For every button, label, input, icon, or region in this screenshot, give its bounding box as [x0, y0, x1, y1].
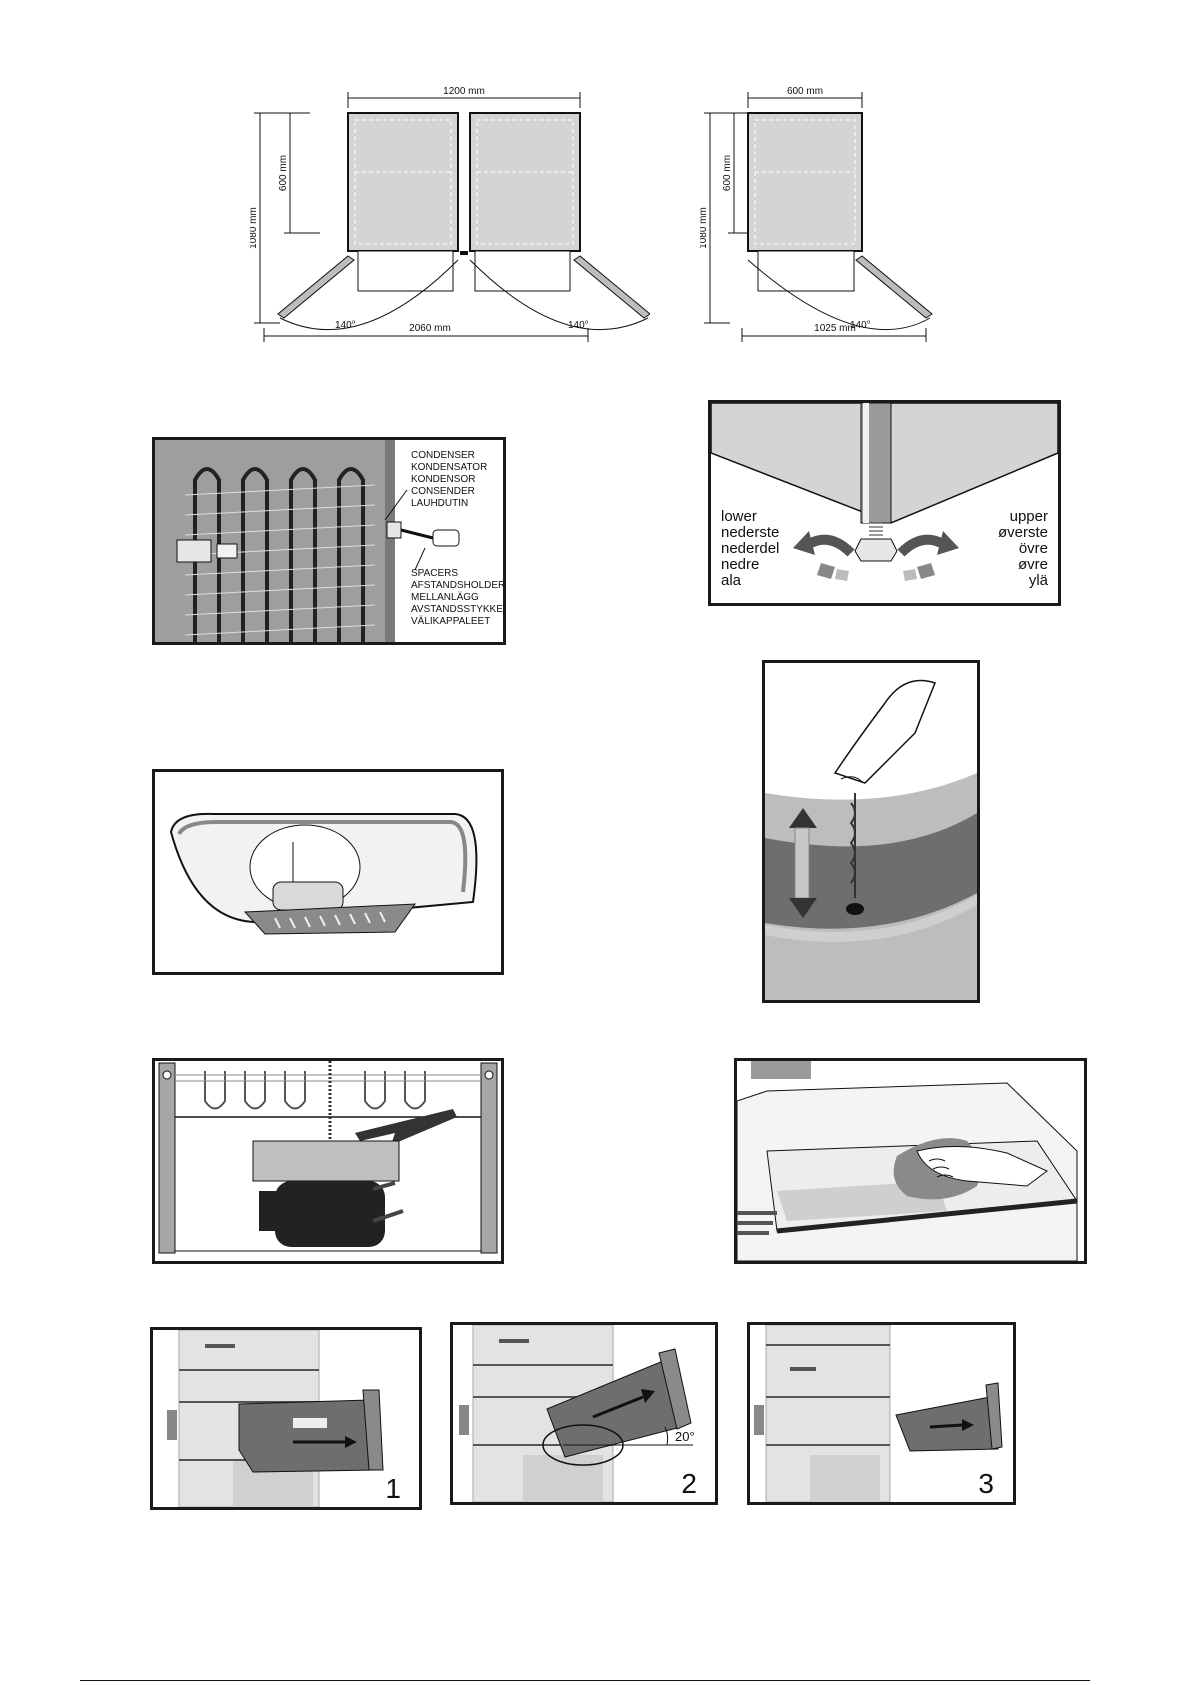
single-width-top-label: 600 mm [787, 86, 823, 97]
lower-label-2: nederdel [721, 540, 779, 557]
drain-hole-panel [762, 660, 980, 1003]
width-open-label: 2060 mm [409, 323, 451, 334]
single-width-open-label: 1025 mm [814, 323, 856, 334]
door-clearance-diagram-single: 600 mm 140° 1080 mm 600 mm 1025 mm [700, 78, 940, 346]
drawer-step-3-panel: 3 [747, 1322, 1016, 1505]
footer-rule [80, 1680, 1090, 1681]
lower-label-3: nedre [721, 556, 759, 573]
step-2-number: 2 [681, 1468, 697, 1499]
condenser-label-3: CONSENDER [411, 486, 475, 497]
spacer-label-4: VÄLIKAPPALEET [411, 615, 490, 627]
step-1-number: 1 [385, 1473, 401, 1504]
spacer-label-0: SPACERS [411, 568, 458, 579]
wiping-interior-panel [734, 1058, 1087, 1264]
door-clearance-diagram-double: 1200 mm 140° 140° 1080 mm 600 mm 2060 mm [250, 78, 650, 346]
drawer-step-2-panel: 20° 2 [450, 1322, 718, 1505]
condenser-spacers-panel: CONDENSER KONDENSATOR KONDENSOR CONSENDE… [152, 437, 506, 645]
condenser-label-1: KONDENSATOR [411, 462, 487, 473]
upper-label-4: ylä [1029, 572, 1049, 589]
upper-label-2: övre [1019, 540, 1048, 557]
adjustable-feet-panel: lower nederste nederdel nedre ala upper … [708, 400, 1061, 606]
angle-left-label: 140° [335, 320, 356, 331]
upper-label-0: upper [1010, 508, 1048, 525]
upper-label-3: øvre [1018, 556, 1048, 573]
width-top-label: 1200 mm [443, 86, 485, 97]
angle-right-label: 140° [568, 320, 589, 331]
depth-label: 600 mm [278, 155, 289, 191]
light-cover-panel [152, 769, 504, 975]
lower-label-0: lower [721, 508, 757, 525]
condenser-label-2: KONDENSOR [411, 474, 475, 485]
tilt-angle-label: 20° [675, 1429, 695, 1444]
spacer-label-2: MELLANLÄGG [411, 591, 479, 603]
condenser-label-4: LAUHDUTIN [411, 498, 468, 509]
lower-label-1: nederste [721, 524, 779, 541]
spacer-label-1: AFSTANDSHOLDERE [411, 580, 503, 591]
single-depth-label: 600 mm [722, 155, 733, 191]
spacer-label-3: AVSTANDSSTYKKER [411, 604, 503, 615]
condenser-label-0: CONDENSER [411, 450, 475, 461]
step-3-number: 3 [978, 1468, 994, 1499]
total-depth-label: 1080 mm [250, 207, 259, 249]
upper-label-1: øverste [998, 524, 1048, 541]
drawer-step-1-panel: 1 [150, 1327, 422, 1510]
compressor-panel [152, 1058, 504, 1264]
single-total-depth-label: 1080 mm [700, 207, 709, 249]
lower-label-4: ala [721, 572, 742, 589]
